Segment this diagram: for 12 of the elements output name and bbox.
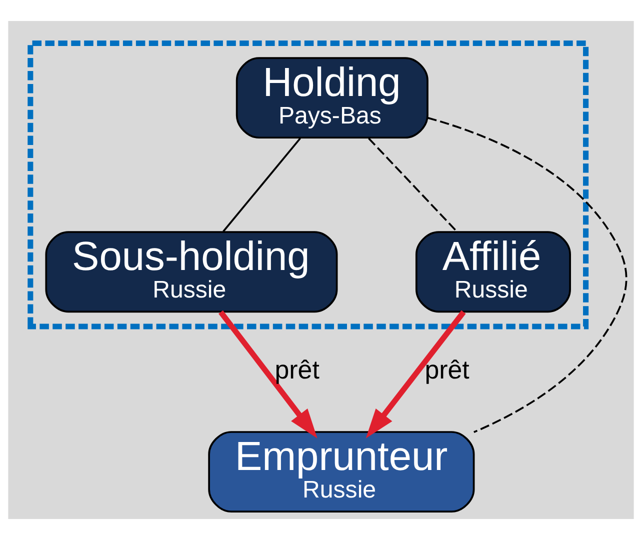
node-box: Emprunteur Russie bbox=[208, 431, 475, 513]
edge-label: prêt bbox=[424, 356, 470, 385]
node-box: Affilié Russie bbox=[415, 231, 571, 313]
connector bbox=[427, 116, 628, 433]
arrow bbox=[218, 310, 318, 438]
connector bbox=[368, 138, 458, 232]
edge-label: prêt bbox=[274, 356, 320, 385]
node-box: Holding Pays-Bas bbox=[236, 57, 428, 139]
node-box: Sous-holding Russie bbox=[45, 231, 338, 313]
cluster bbox=[28, 40, 589, 330]
connector bbox=[222, 138, 301, 232]
arrow bbox=[366, 310, 466, 438]
